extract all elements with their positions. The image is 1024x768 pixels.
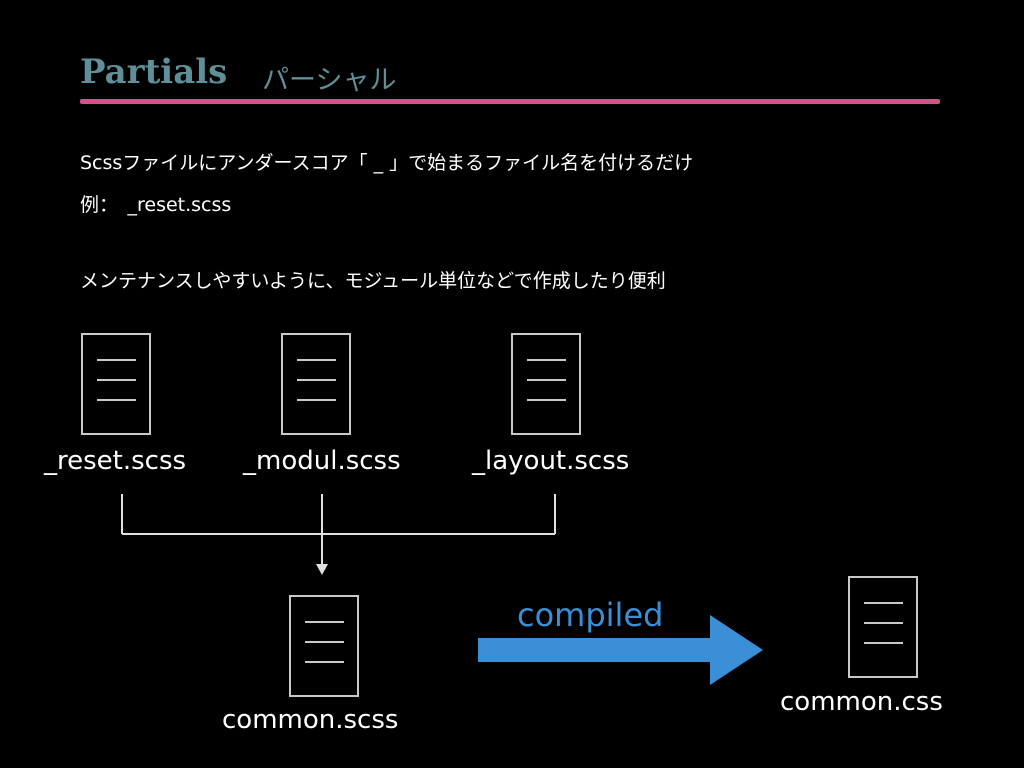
file-icon-modul	[281, 333, 351, 435]
description-line-2: 例： _reset.scss	[80, 194, 232, 216]
compiled-arrow	[478, 615, 763, 685]
file-label-layout: _layout.scss	[472, 446, 630, 476]
file-label-common-scss: common.scss	[222, 705, 399, 735]
file-label-modul: _modul.scss	[243, 446, 401, 476]
slide-title: Partials	[80, 52, 228, 92]
merge-bracket	[121, 494, 556, 535]
description-line-1: Scssファイルにアンダースコア「 _ 」で始まるファイル名を付けるだけ	[80, 152, 694, 174]
slide-subtitle: パーシャル	[262, 65, 397, 96]
compiled-label: compiled	[517, 596, 664, 634]
file-icon-reset	[81, 333, 151, 435]
file-label-reset: _reset.scss	[44, 446, 187, 476]
merge-down-arrow	[316, 494, 328, 575]
file-label-common-css: common.css	[780, 687, 943, 717]
title-underline	[80, 99, 940, 104]
description-line-3: メンテナンスしやすいように、モジュール単位などで作成したり便利	[80, 270, 666, 292]
file-icon-common-scss	[289, 595, 359, 697]
file-icon-common-css	[848, 576, 918, 678]
file-icon-layout	[511, 333, 581, 435]
